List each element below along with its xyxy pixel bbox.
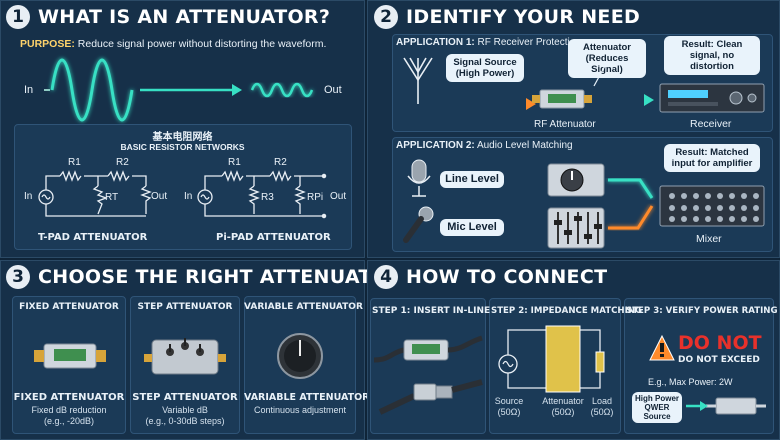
fixed-head: FIXED ATTENUATOR [19,302,119,312]
handheld-mic-icon [403,206,434,243]
max-power: E.g., Max Power: 2W [648,377,733,387]
networks-title-cn: 基本电阻网络 [152,132,213,143]
fader-icon [547,207,605,249]
fixed-name: FIXED ATTENUATOR [13,392,125,403]
wave-out-label: Out [324,84,342,96]
tpad-r1: R1 [68,157,81,168]
variable-head: VARIABLE ATTENUATOR [244,302,363,312]
warning-icon [649,334,675,361]
tpad-rt: RT [105,192,119,203]
app2-text: Audio Level Matching [476,140,573,151]
source-ohm: (50Ω) [497,407,521,417]
pipad-circuit [197,170,327,219]
section-title: HOW TO CONNECT [406,266,608,288]
app1-heading: APPLICATION 1: RF Receiver Protection [396,37,581,48]
step-head: STEP ATTENUATOR [137,302,233,312]
step1-card [370,298,486,434]
attenuation-waveform [44,58,314,122]
tpad-r2: R2 [116,157,129,168]
tpad-in: In [24,191,33,202]
app1-text: RF Receiver Protection [477,37,581,48]
step1-title: STEP 1: INSERT IN-LINE [372,306,491,316]
high-power-source: High Power QWER Source [632,392,682,423]
section-number: 2 [374,5,398,29]
inline-cable-icon [373,335,483,415]
fixed-desc2: (e.g., -20dB) [43,416,95,426]
result1-bubble: Result: Clean signal, no distortion [664,36,760,75]
receiver-label: Receiver [690,118,732,130]
mixer-icon [659,185,765,227]
tpad-out: Out [151,191,168,202]
networks-title-en: BASIC RESISTOR NETWORKS [120,142,245,152]
load-ohm: (50Ω) [590,407,614,417]
section4-header: 4 HOW TO CONNECT [374,265,607,289]
pipad-caption: Pi-PAD ATTENUATOR [216,232,331,243]
section-number: 3 [6,265,30,289]
pipad-r2: R2 [274,157,287,168]
tpad-caption: T-PAD ATTENUATOR [38,232,148,243]
step-name: STEP ATTENUATOR [132,392,238,403]
step2-title: STEP 2: IMPEDANCE MATCHING [491,306,643,316]
step-desc2: (e.g., 0-30dB steps) [145,416,225,426]
app2-label: APPLICATION 2: [396,140,475,151]
attenuator-types-graphic [34,333,323,379]
result2-bubble: Result: Matched input for amplifier [664,144,760,172]
resistor-networks-box [14,124,352,250]
variable-knob-icon [277,333,323,379]
microphone-icon [407,159,431,197]
pipad-r3: R3 [261,192,274,203]
attenuator-device-icon [706,397,766,415]
antenna-icon [403,57,433,104]
source-label: Source [494,396,524,406]
tpad-circuit [38,170,152,217]
section-title: WHAT IS AN ATTENUATOR? [38,6,331,28]
do-not-exceed: DO NOT EXCEED [678,355,760,365]
section-title: CHOOSE THE RIGHT ATTENUATOR [38,266,404,288]
level-knob-icon [547,163,605,197]
rf-attenuator-label: RF Attenuator [534,119,596,130]
audio-chain-graphic [403,159,765,249]
do-not-banner: DO NOT [678,332,762,354]
rf-attenuator-icon [532,89,592,109]
step-attenuator-icon [144,338,226,375]
variable-name: VARIABLE ATTENUATOR [244,392,370,403]
section-number: 4 [374,265,398,289]
pipad-in: In [184,191,193,202]
purpose-line: PURPOSE: Reduce signal power without dis… [20,38,326,50]
impedance-circuit-icon [498,329,601,389]
pipad-r1: R1 [228,157,241,168]
pipad-rp: RPi [307,192,324,203]
section-title: IDENTIFY YOUR NEED [406,6,641,28]
attenuator-bubble: Attenuator (Reduces Signal) [568,39,646,78]
attenuator-label: Attenuator [542,396,584,406]
fixed-desc1: Fixed dB reduction [31,405,107,415]
app1-label: APPLICATION 1: [396,37,475,48]
signal-source-bubble: Signal Source (High Power) [446,54,524,82]
attenuator-ohm: (50Ω) [551,407,575,417]
step-desc1: Variable dB [162,405,208,415]
variable-desc1: Continuous adjustment [253,405,347,415]
section1-header: 1 WHAT IS AN ATTENUATOR? [6,5,330,29]
purpose-label: PURPOSE: [20,38,75,50]
receiver-icon [659,83,765,113]
pipad-out: Out [330,191,347,202]
section-number: 1 [6,5,30,29]
section3-header: 3 CHOOSE THE RIGHT ATTENUATOR [6,265,403,289]
fixed-attenuator-icon [34,343,106,369]
line-level-bubble: Line Level [440,171,504,188]
mixer-label: Mixer [696,233,722,245]
load-label: Load [591,396,613,406]
rf-chain-graphic [403,57,765,113]
wave-in-label: In [24,84,34,96]
section2-header: 2 IDENTIFY YOUR NEED [374,5,640,29]
mic-level-bubble: Mic Level [440,219,504,236]
purpose-text: Reduce signal power without distorting t… [77,38,327,50]
step3-title: STEP 3: VERIFY POWER RATING [626,306,778,316]
app2-heading: APPLICATION 2: Audio Level Matching [396,140,573,151]
